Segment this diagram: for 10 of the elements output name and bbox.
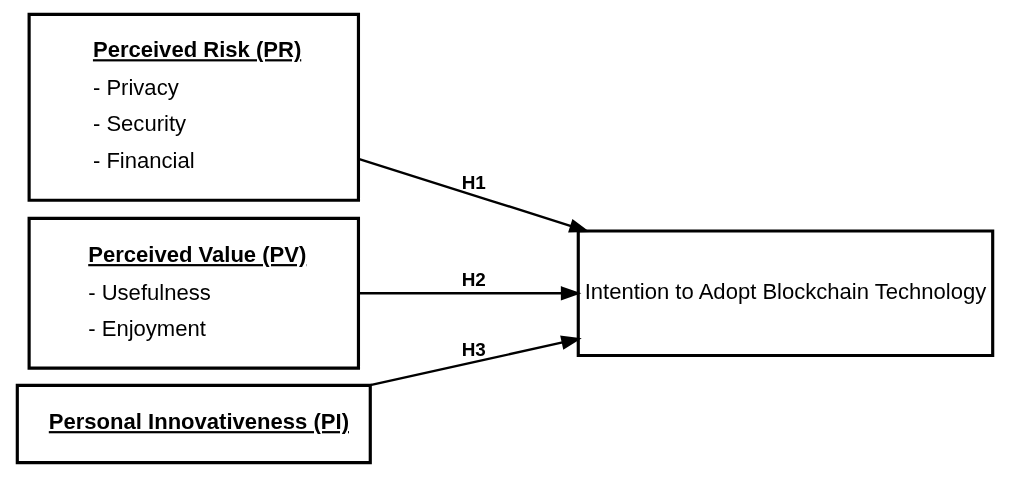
arrow bbox=[358, 286, 581, 301]
edge-label: H1 bbox=[461, 171, 486, 193]
arrow bbox=[368, 335, 582, 387]
node-box: Perceived Risk (PR) - Privacy - Security - Financial bbox=[27, 12, 360, 202]
node-box: Intention to Adopt Blockchain Technology bbox=[576, 229, 994, 358]
node-box: Personal Innovativeness (PI) bbox=[15, 383, 372, 465]
edge-label: H3 bbox=[461, 338, 486, 360]
node-box: Perceived Value (PV) - Usefulness - Enjoyment bbox=[27, 216, 360, 370]
edge-label: H2 bbox=[461, 269, 486, 291]
arrow bbox=[357, 157, 590, 233]
